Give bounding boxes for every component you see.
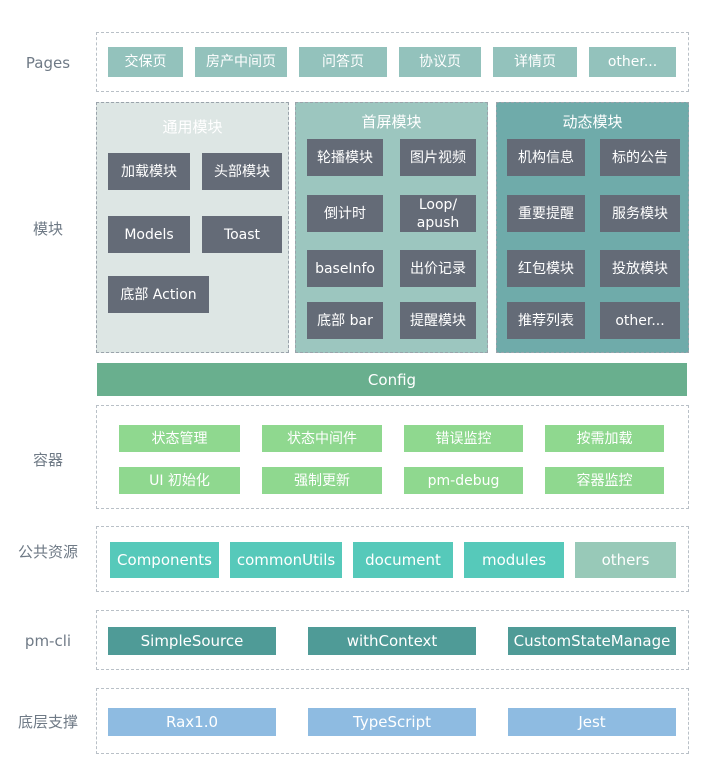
config-bar: Config bbox=[97, 363, 687, 396]
dynamic-module-box: 标的公告 bbox=[600, 139, 680, 176]
dynamic-module-box: 重要提醒 bbox=[507, 195, 585, 232]
firstscreen-module-box: 倒计时 bbox=[307, 195, 383, 232]
public-resource-box: others bbox=[575, 542, 676, 578]
row-label-pages: Pages bbox=[25, 54, 71, 72]
dynamic-module-box: 红包模块 bbox=[507, 250, 585, 287]
container-box: 状态管理 bbox=[119, 425, 240, 452]
general-module-box: Models bbox=[108, 216, 190, 253]
page-box: 详情页 bbox=[493, 47, 577, 77]
row-label-base-support: 底层支撑 bbox=[17, 713, 78, 731]
container-box: 按需加载 bbox=[545, 425, 664, 452]
container-box: 状态中间件 bbox=[262, 425, 382, 452]
base-support-box: TypeScript bbox=[308, 708, 476, 736]
row-label-container: 容器 bbox=[32, 451, 63, 469]
pm-cli-layer bbox=[96, 610, 689, 670]
container-box: UI 初始化 bbox=[119, 467, 240, 494]
public-resource-box: Components bbox=[110, 542, 219, 578]
dynamic-module-box: 投放模块 bbox=[600, 250, 680, 287]
general-module-box: Toast bbox=[202, 216, 282, 253]
general-module-box: 头部模块 bbox=[202, 153, 282, 190]
pm-cli-box: CustomStateManage bbox=[508, 627, 676, 655]
public-resource-box: document bbox=[353, 542, 453, 578]
pm-cli-box: SimpleSource bbox=[108, 627, 276, 655]
container-layer bbox=[96, 405, 689, 509]
dynamic-module-box: 推荐列表 bbox=[507, 302, 585, 339]
base-support-box: Jest bbox=[508, 708, 676, 736]
container-box: 强制更新 bbox=[262, 467, 382, 494]
firstscreen-module-box: 出价记录 bbox=[400, 250, 476, 287]
page-box: 问答页 bbox=[299, 47, 387, 77]
public-resource-box: modules bbox=[464, 542, 564, 578]
container-box: pm-debug bbox=[404, 467, 523, 494]
row-label-modules: 模块 bbox=[32, 220, 63, 238]
base-support-layer bbox=[96, 688, 689, 754]
public-resources-layer bbox=[96, 526, 689, 592]
page-box: 协议页 bbox=[399, 47, 481, 77]
firstscreen-module-box: 图片视频 bbox=[400, 139, 476, 176]
general-module-box: 加载模块 bbox=[108, 153, 190, 190]
dynamic-module-box: 服务模块 bbox=[600, 195, 680, 232]
row-label-public-resources: 公共资源 bbox=[17, 543, 78, 561]
container-box: 错误监控 bbox=[404, 425, 523, 452]
dynamic-module-box: 机构信息 bbox=[507, 139, 585, 176]
dynamic-modules-title: 动态模块 bbox=[562, 113, 623, 131]
container-box: 容器监控 bbox=[545, 467, 664, 494]
page-box: 交保页 bbox=[108, 47, 183, 77]
general-module-box: 底部 Action bbox=[108, 276, 209, 313]
base-support-box: Rax1.0 bbox=[108, 708, 276, 736]
firstscreen-module-box: baseInfo bbox=[307, 250, 383, 287]
pm-cli-box: withContext bbox=[308, 627, 476, 655]
pages-layer bbox=[96, 32, 689, 92]
firstscreen-module-box: 底部 bar bbox=[307, 302, 383, 339]
row-label-pm-cli: pm-cli bbox=[24, 632, 72, 650]
firstscreen-module-box: 轮播模块 bbox=[307, 139, 383, 176]
firstscreen-module-box: 提醒模块 bbox=[400, 302, 476, 339]
firstscreen-module-box: Loop/ apush bbox=[400, 195, 476, 232]
firstscreen-modules-title: 首屏模块 bbox=[361, 113, 422, 131]
page-box: 房产中间页 bbox=[195, 47, 287, 77]
dynamic-module-box: other... bbox=[600, 302, 680, 339]
general-modules-title: 通用模块 bbox=[162, 118, 223, 136]
public-resource-box: commonUtils bbox=[230, 542, 342, 578]
page-box: other... bbox=[589, 47, 676, 77]
